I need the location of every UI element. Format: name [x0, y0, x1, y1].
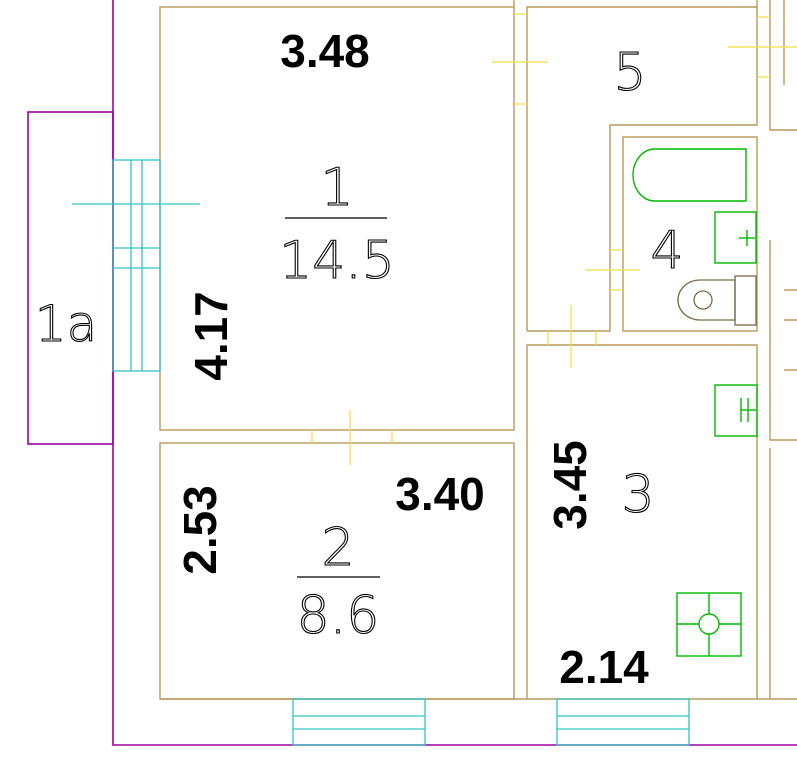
room-4-outline: [622, 136, 758, 332]
room-labels: 1 14.5 2 8.6 3 4 5 1a: [34, 42, 684, 646]
room-1-number: 1: [320, 158, 353, 218]
dimension-room-3-width: 2.14: [559, 641, 649, 693]
room-3-outline: [526, 344, 758, 699]
room-1a-number: 1a: [35, 295, 97, 353]
windows: [72, 159, 690, 746]
balcony-outline: [27, 111, 114, 445]
sink-icon: [714, 211, 757, 264]
dimension-labels: 3.48 4.17 3.40 2.53 3.45 2.14: [174, 25, 649, 693]
dimension-room-3-length: 3.45: [544, 440, 596, 530]
doors: [311, 13, 797, 465]
stove-icon: [676, 592, 742, 657]
room-2-area: 8.6: [297, 586, 380, 646]
window-room-2: [292, 698, 426, 746]
room-5-number: 5: [613, 43, 646, 103]
inner-walls: [159, 0, 797, 700]
toilet-icon: [677, 275, 757, 326]
dimension-room-2-width: 3.40: [395, 468, 485, 520]
kitchen-sink-icon: [714, 384, 758, 437]
room-2-number: 2: [321, 518, 354, 578]
outer-walls: [27, 0, 797, 746]
dimension-room-1-length: 4.17: [185, 291, 237, 381]
window-room-1: [72, 159, 200, 372]
room-3-number: 3: [621, 465, 654, 525]
room-4-number: 4: [650, 221, 683, 281]
room-5-outline: [526, 6, 758, 332]
bathtub-icon: [632, 148, 747, 202]
fixtures: [632, 148, 758, 657]
room-1-area: 14.5: [279, 231, 395, 291]
dimension-room-2-length: 2.53: [174, 485, 226, 575]
window-room-3: [556, 698, 690, 746]
dimension-room-1-width: 3.48: [280, 25, 370, 77]
